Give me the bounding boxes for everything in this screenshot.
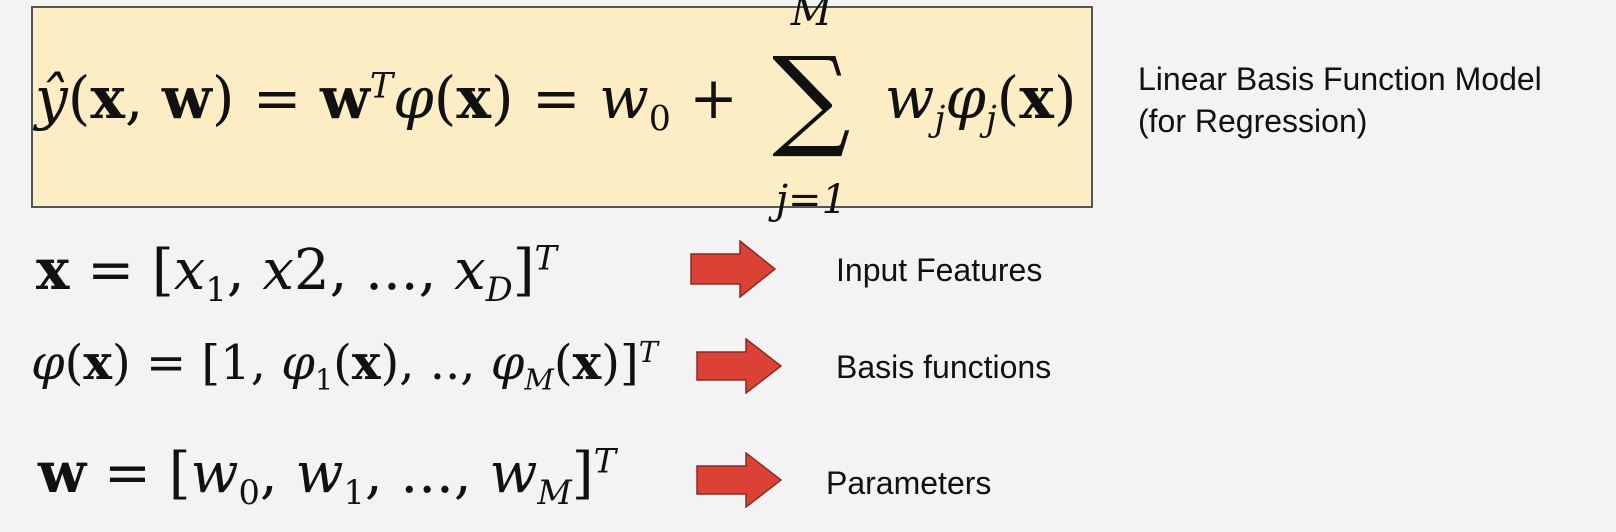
- model-equation-box: [31, 6, 1093, 208]
- parameters-equation: w = [w0, w1, ..., wM]T: [38, 440, 617, 513]
- arrow-right-icon: [696, 452, 782, 508]
- basis-functions-label: Basis functions: [836, 349, 1052, 385]
- model-title: Linear Basis Function Model (for Regress…: [1138, 58, 1542, 142]
- arrow-right-icon: [696, 338, 782, 394]
- model-title-line-2: (for Regression): [1138, 103, 1368, 139]
- input-features-equation: x = [x1, x2, ..., xD]T: [36, 237, 557, 310]
- arrow-right-icon: [690, 240, 776, 298]
- basis-functions-equation: φ(x) = [1, φ1(x), .., φM(x)]T: [31, 335, 658, 397]
- summation-symbol: M ∑ j=1: [772, 0, 851, 223]
- model-title-line-1: Linear Basis Function Model: [1138, 61, 1542, 97]
- parameters-label: Parameters: [826, 465, 992, 501]
- input-features-label: Input Features: [836, 252, 1043, 288]
- model-equation: ŷ(x, w) = wTφ(x) = w0 + M ∑ j=1 wjφj(x): [35, 0, 1077, 223]
